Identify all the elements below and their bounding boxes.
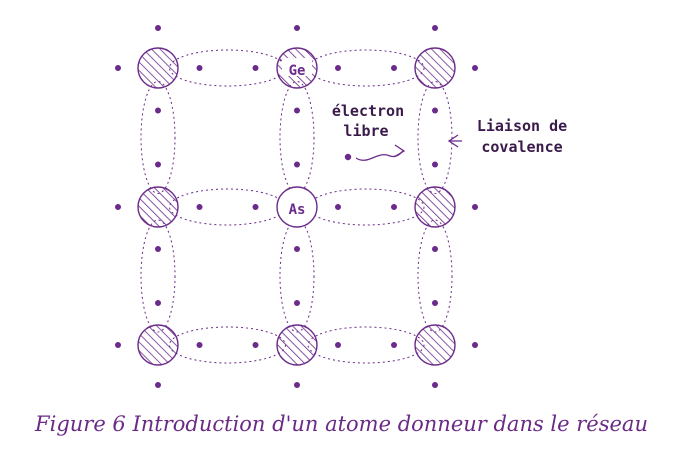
valence-electron [391, 65, 397, 71]
valence-electron [155, 246, 161, 252]
valence-electron [115, 342, 121, 348]
germanium-atom [414, 47, 456, 89]
electrons-layer [115, 25, 478, 388]
valence-electron [155, 300, 161, 306]
valence-electron [155, 25, 161, 31]
germanium-atom [414, 324, 456, 366]
free-electron-label-line1: électron [332, 102, 404, 120]
valence-electron [294, 382, 300, 388]
valence-electron [432, 107, 438, 114]
covalent-bond-horizontal [307, 188, 425, 226]
valence-electron [472, 204, 478, 210]
valence-electron [294, 25, 300, 31]
valence-electron [335, 342, 341, 348]
valence-electron [391, 342, 397, 348]
covalent-bond-horizontal [169, 326, 286, 364]
ge-atom-label: Ge [289, 63, 306, 79]
valence-electron [432, 25, 438, 31]
free-electron [344, 153, 352, 161]
germanium-atom [276, 324, 318, 366]
covalent-bond-horizontal [307, 326, 425, 364]
free-electron-label-line2: libre [343, 122, 388, 140]
valence-electron [252, 204, 259, 210]
covalent-bond-horizontal [169, 188, 286, 226]
valence-electron [432, 161, 438, 168]
covalent-bond-vertical [140, 219, 176, 333]
germanium-atom [137, 186, 179, 228]
valence-electron [335, 204, 341, 210]
covalent-bond-vertical [417, 219, 453, 333]
valence-electron [294, 300, 300, 306]
figure-caption: Figure 6 Introduction d'un atome donneur… [35, 412, 648, 436]
valence-electron [472, 342, 478, 348]
valence-electron [391, 204, 397, 210]
arsenic-atom [276, 186, 318, 228]
valence-electron [294, 246, 300, 252]
valence-electron [432, 300, 438, 306]
valence-electron [335, 65, 341, 71]
covalent-bond-horizontal [169, 49, 286, 87]
valence-electron [155, 382, 161, 388]
covalent-bond-vertical [417, 81, 453, 194]
free-electron-arrowhead [393, 144, 406, 158]
valence-electron [294, 107, 300, 114]
bond-label-line1: Liaison de [477, 117, 567, 135]
valence-electron [252, 342, 259, 348]
ge-label-background [282, 58, 312, 76]
covalent-bond-vertical [279, 81, 315, 194]
valence-electron [432, 246, 438, 252]
valence-electron [472, 65, 478, 71]
valence-electron [155, 107, 161, 114]
bond-arrowhead [447, 134, 459, 148]
valence-electron [294, 161, 300, 168]
valence-electron [196, 342, 203, 348]
covalent-bond-vertical [279, 219, 315, 333]
germanium-atom [414, 186, 456, 228]
germanium-atom [137, 47, 179, 89]
valence-electron [155, 161, 161, 168]
atoms-layer [137, 47, 456, 366]
germanium-atom [137, 324, 179, 366]
bond-label-line2: covalence [481, 138, 562, 156]
valence-electron [115, 204, 121, 210]
valence-electron [196, 204, 203, 210]
valence-electron [432, 382, 438, 388]
covalent-bond-horizontal [307, 49, 425, 87]
as-atom-label: As [289, 202, 306, 218]
valence-electron [115, 65, 121, 71]
valence-electron [252, 65, 259, 71]
covalent-bond-vertical [140, 81, 176, 194]
valence-electron [196, 65, 203, 71]
